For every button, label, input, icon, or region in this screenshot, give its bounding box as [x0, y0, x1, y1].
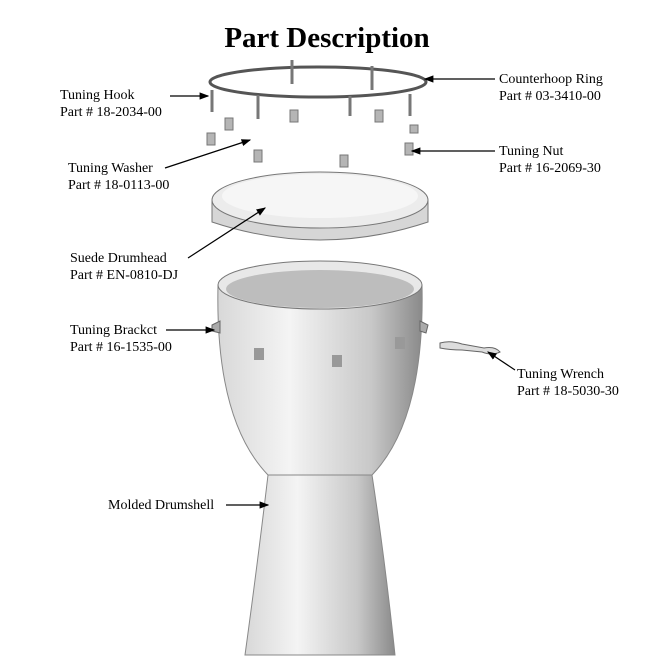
molded-drumshell [211, 260, 429, 656]
leader-arrows [164, 75, 516, 509]
label-molded-drumshell: Molded Drumshell [108, 497, 214, 514]
part-name: Tuning Washer [68, 161, 153, 176]
part-name: Tuning Wrench [517, 367, 604, 382]
part-number: Part # 03-3410-00 [499, 89, 601, 104]
tuning-wrench [439, 341, 501, 355]
counterhoop-ring [208, 65, 428, 99]
part-name: Tuning Hook [60, 88, 135, 103]
part-name: Counterhoop Ring [499, 72, 603, 87]
part-number: Part # 16-1535-00 [70, 340, 172, 355]
part-number: Part # 16-2069-30 [499, 161, 601, 176]
suede-drumhead [211, 171, 429, 241]
part-name: Suede Drumhead [70, 251, 167, 266]
tuning-nuts-washers [206, 109, 419, 168]
part-name: Tuning Brackct [70, 323, 157, 338]
part-name: Molded Drumshell [108, 498, 215, 513]
part-number: Part # 18-5030-30 [517, 384, 619, 399]
part-name: Tuning Nut [499, 144, 564, 159]
page-title: Part Description [224, 22, 430, 54]
part-number: Part # 18-0113-00 [68, 178, 170, 193]
tuning-hooks [210, 60, 412, 119]
part-number: Part # 18-2034-00 [60, 105, 162, 120]
part-number: Part # EN-0810-DJ [70, 268, 179, 283]
